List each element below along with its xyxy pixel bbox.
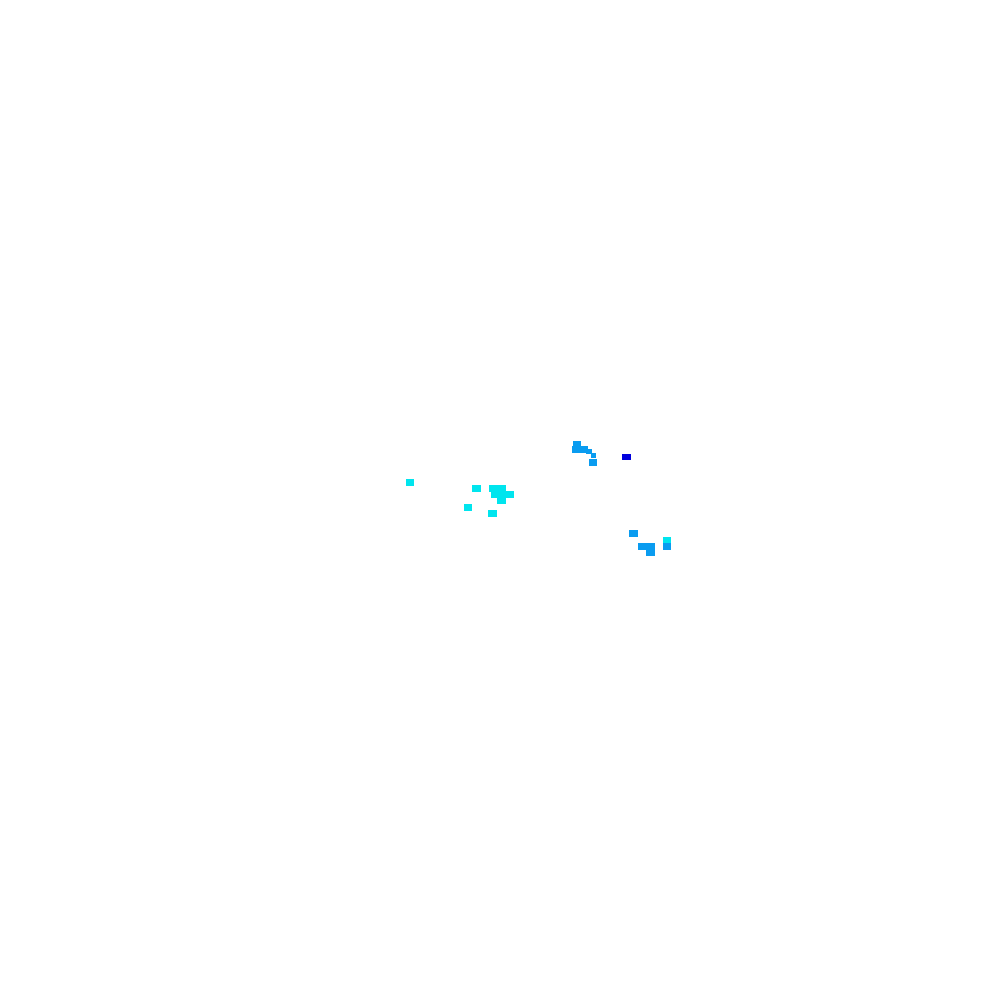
lower-blue-cluster	[629, 530, 671, 556]
cyan-cluster-pixel	[491, 491, 514, 498]
cyan-cluster	[406, 479, 514, 517]
upper-blue-cluster-pixel	[591, 453, 596, 458]
upper-blue-cluster-pixel	[573, 441, 581, 447]
cyan-cluster-pixel	[472, 485, 481, 492]
dark-blue-dot-pixel	[622, 454, 631, 460]
lower-cyan-cluster	[663, 537, 671, 543]
cyan-cluster-pixel	[489, 485, 506, 492]
lower-cyan-cluster-pixel	[663, 537, 671, 543]
upper-blue-cluster	[572, 441, 597, 466]
cyan-cluster-pixel	[406, 479, 414, 486]
lower-blue-cluster-pixel	[663, 543, 671, 550]
dark-blue-dot	[622, 454, 631, 460]
lower-blue-cluster-pixel	[646, 549, 655, 556]
cyan-cluster-pixel	[497, 497, 506, 504]
upper-blue-cluster-pixel	[586, 449, 592, 454]
lower-blue-cluster-pixel	[629, 530, 638, 537]
upper-blue-cluster-pixel	[589, 459, 597, 466]
upper-blue-cluster-pixel	[572, 446, 588, 453]
lower-blue-cluster-pixel	[638, 543, 655, 550]
cyan-cluster-pixel	[464, 504, 472, 511]
cyan-cluster-pixel	[488, 510, 497, 517]
